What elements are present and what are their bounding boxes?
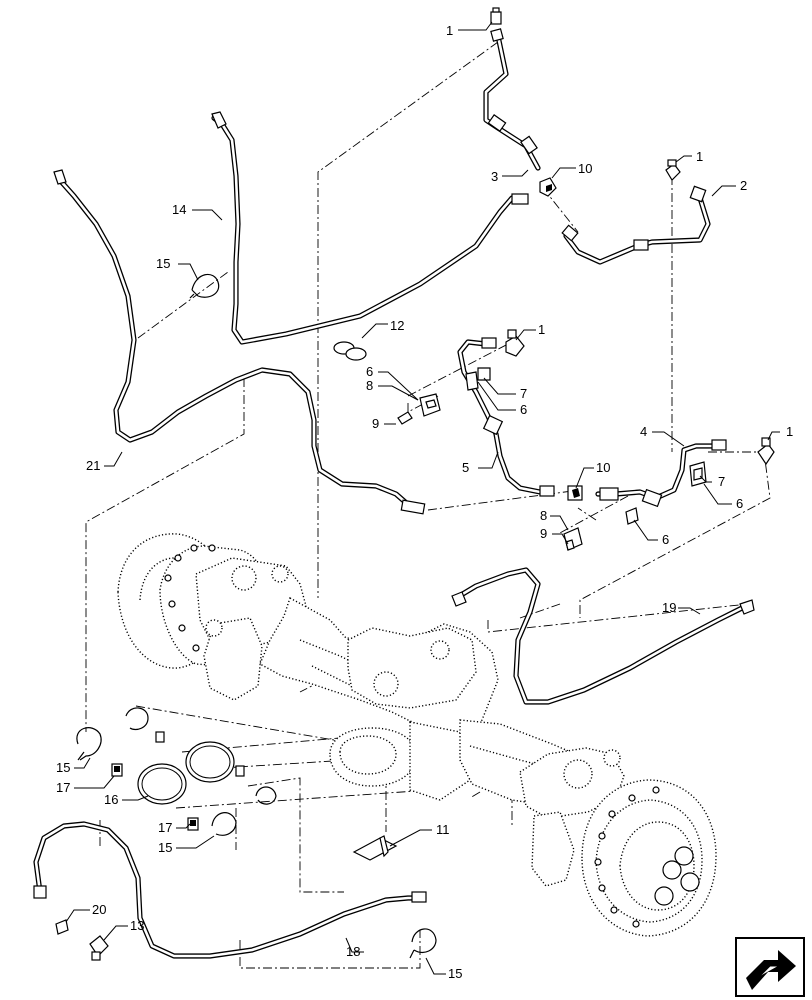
clamp-15-left	[76, 727, 102, 761]
clamp-15-top	[189, 273, 220, 299]
hose-14	[211, 111, 529, 345]
clamp-15-mid	[211, 812, 237, 836]
clamp-center	[185, 741, 235, 783]
fitting-13	[89, 935, 109, 961]
hose-3	[483, 28, 541, 171]
callout-7-b: 7	[718, 474, 725, 489]
callout-15-bottom: 15	[448, 966, 462, 981]
bracket-7-right	[689, 461, 707, 487]
callout-3: 3	[491, 169, 498, 184]
callout-21: 21	[86, 458, 100, 473]
callout-15-mid: 15	[158, 840, 172, 855]
callout-2: 2	[740, 178, 747, 193]
hose-18	[33, 821, 427, 959]
hose-21	[53, 169, 426, 515]
next-page-arrow-icon[interactable]	[735, 937, 805, 997]
clamp-15-bottom	[409, 928, 437, 959]
callout-4: 4	[640, 424, 647, 439]
callout-labels: 1 3 10 1 2 14 15 12 1 6 8 9 7 6 4 1 7 6 …	[56, 23, 793, 981]
clip-17-mid	[187, 817, 199, 831]
callout-20: 20	[92, 902, 106, 917]
callout-14: 14	[172, 202, 186, 217]
fitting-20	[55, 919, 69, 935]
fitting-1-low	[757, 437, 775, 466]
callout-7-a: 7	[520, 386, 527, 401]
fitting-1-mid	[505, 329, 525, 357]
callout-8-a: 8	[366, 378, 373, 393]
hose-5	[457, 337, 555, 497]
callout-6-b: 6	[520, 402, 527, 417]
hose-4	[595, 439, 727, 508]
callout-19: 19	[662, 600, 676, 615]
clamp-12	[333, 341, 367, 361]
callout-17-b: 17	[158, 820, 172, 835]
callout-8-b: 8	[540, 508, 547, 523]
callout-13: 13	[130, 918, 144, 933]
adapter-10-low	[567, 485, 583, 501]
clip-17-left	[111, 763, 123, 777]
hose-19	[451, 567, 755, 705]
clamp-small-top	[125, 707, 149, 731]
axle-assembly	[117, 533, 717, 937]
callout-6-d: 6	[662, 532, 669, 547]
clamp-right-small	[255, 786, 277, 805]
callout-17-a: 17	[56, 780, 70, 795]
callout-1-low: 1	[786, 424, 793, 439]
fitting-1-top	[490, 7, 502, 25]
callout-12: 12	[390, 318, 404, 333]
bracket-6-low	[625, 507, 639, 525]
callout-5: 5	[462, 460, 469, 475]
callout-11: 11	[436, 822, 450, 837]
callout-1-right: 1	[696, 149, 703, 164]
leader-lines	[65, 21, 780, 975]
bracket-8-low	[563, 527, 583, 551]
bracket-6-left	[419, 393, 441, 417]
callout-18: 18	[346, 944, 360, 959]
callout-6-a: 6	[366, 364, 373, 379]
bolt-9-left	[397, 411, 413, 425]
clips-row	[155, 731, 245, 777]
callout-10-top: 10	[578, 161, 592, 176]
clamp-16	[137, 763, 187, 805]
callout-6-c: 6	[736, 496, 743, 511]
callout-9-a: 9	[372, 416, 379, 431]
hose-2	[561, 185, 711, 265]
fitting-1-right	[665, 159, 681, 181]
callout-15-top: 15	[156, 256, 170, 271]
callout-9-b: 9	[540, 526, 547, 541]
plate-11	[352, 835, 398, 861]
callout-15-left: 15	[56, 760, 70, 775]
callout-1-top: 1	[446, 23, 453, 38]
callout-16: 16	[104, 792, 118, 807]
callout-10-low: 10	[596, 460, 610, 475]
callout-1-mid: 1	[538, 322, 545, 337]
bracket-7-left	[465, 367, 491, 391]
adapter-10-top	[539, 177, 557, 197]
